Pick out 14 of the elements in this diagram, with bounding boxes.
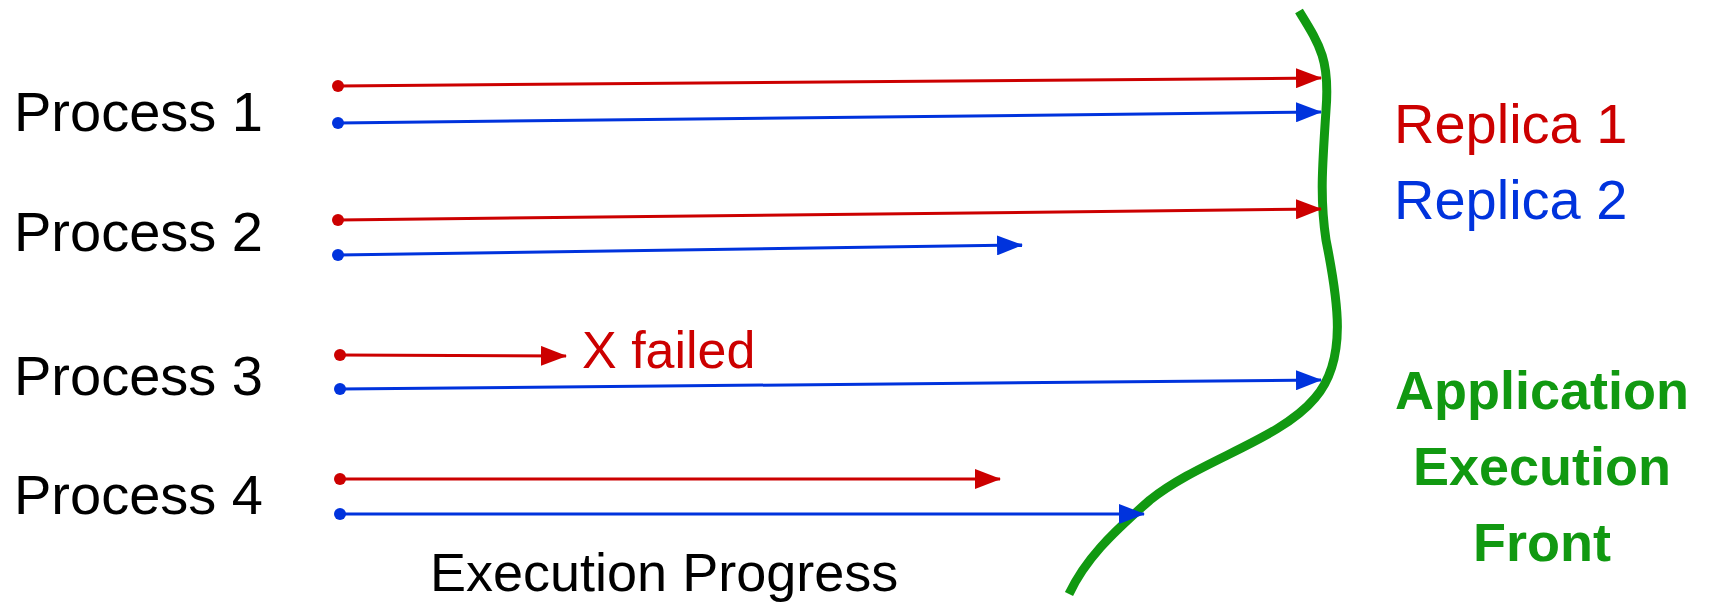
arrow <box>334 345 567 366</box>
arrow <box>332 199 1322 226</box>
arrow <box>334 469 1001 489</box>
process-label: Process 4 <box>14 467 263 523</box>
arrow <box>332 102 1322 129</box>
arrow <box>334 504 1145 524</box>
arrow <box>332 235 1023 261</box>
process-label: Process 1 <box>14 84 263 140</box>
edge-label: X failed <box>582 324 756 376</box>
arrow <box>334 370 1322 395</box>
arrow <box>332 68 1322 92</box>
front-label: Application Execution Front <box>1394 359 1690 574</box>
process-label: Process 2 <box>14 204 263 260</box>
process-label: Process 3 <box>14 348 263 404</box>
